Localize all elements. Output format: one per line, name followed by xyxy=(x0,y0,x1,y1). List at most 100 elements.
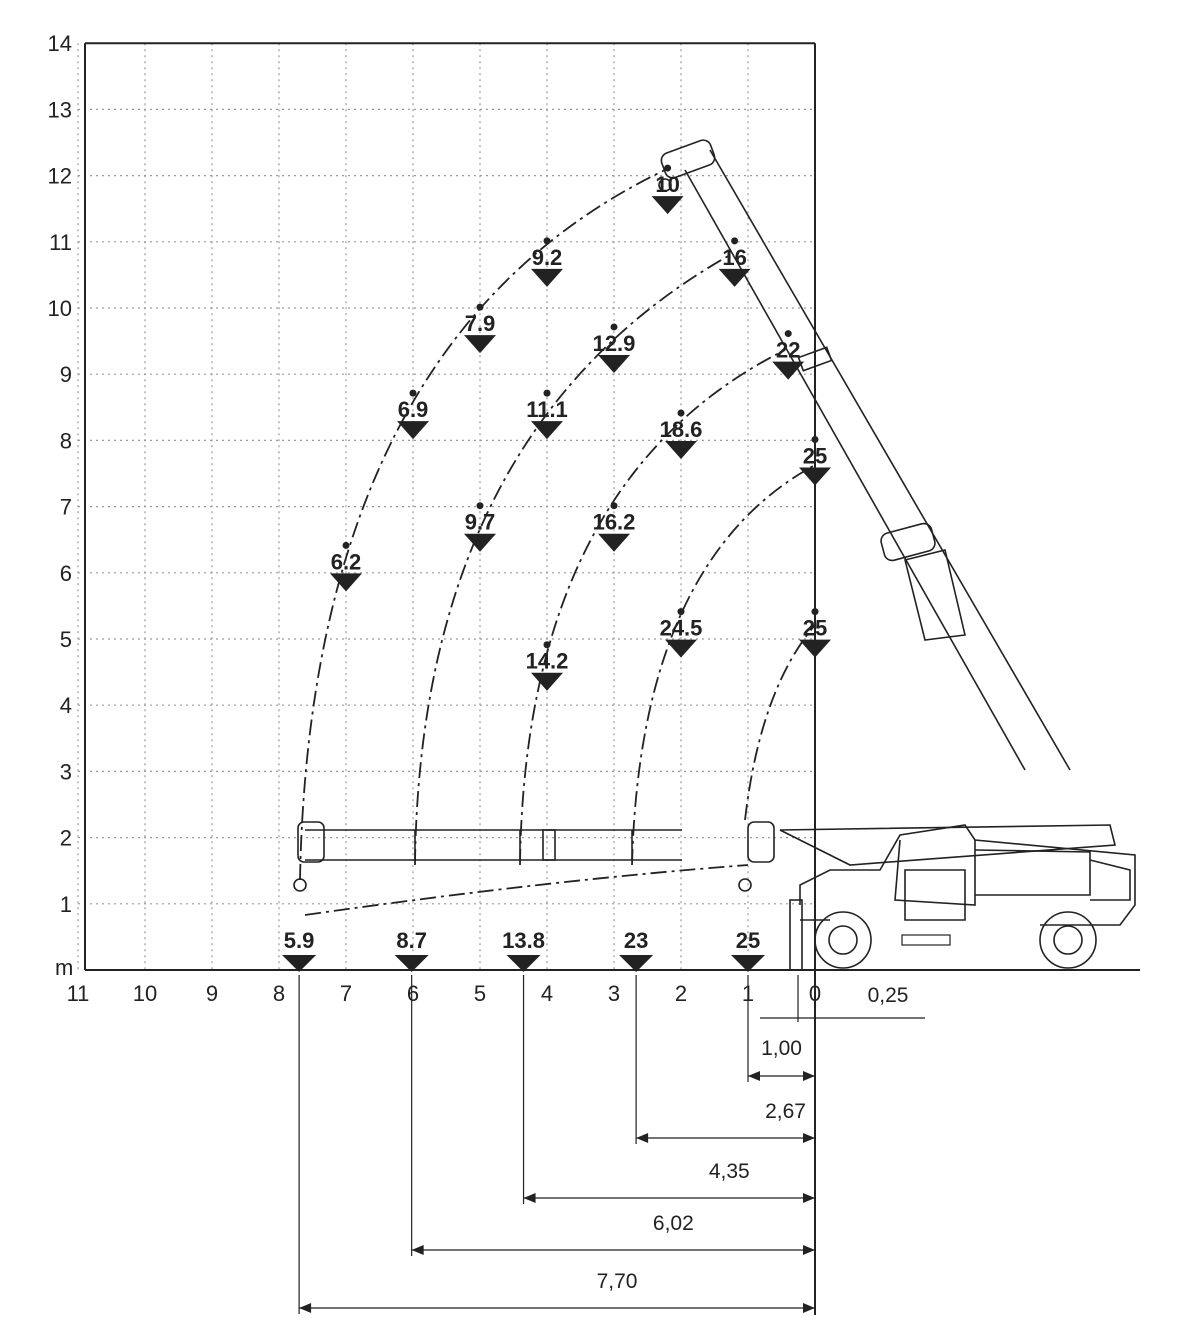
load-arrow xyxy=(531,268,563,287)
x-tick-label: 8 xyxy=(273,981,285,1006)
load-arrow xyxy=(665,639,697,658)
boom-head xyxy=(660,139,716,179)
load-label: 25 xyxy=(803,616,827,641)
dim-label: 2,67 xyxy=(765,1100,806,1123)
load-point xyxy=(811,436,819,443)
load-point xyxy=(610,323,618,331)
boom-head xyxy=(747,821,775,863)
outrigger xyxy=(789,899,803,971)
load-point xyxy=(543,237,551,245)
x-tick-label: 6 xyxy=(407,981,419,1006)
x-tick-label: 7 xyxy=(340,981,352,1006)
ground-load-arrow xyxy=(394,955,429,972)
x-tick-label: 3 xyxy=(608,981,620,1006)
load-label: 6.2 xyxy=(331,549,362,574)
x-tick-label: 5 xyxy=(474,981,486,1006)
load-label: 16.2 xyxy=(593,510,636,535)
x-tick-label: 4 xyxy=(541,981,553,1006)
y-tick-label: 5 xyxy=(60,627,72,652)
crane-body xyxy=(904,869,966,921)
ground-load-label: 13.8 xyxy=(502,928,545,953)
load-arrow xyxy=(397,421,429,440)
load-arrow xyxy=(718,268,751,287)
load-point xyxy=(476,303,484,311)
load-label: 9.2 xyxy=(532,245,563,270)
y-tick-label: 7 xyxy=(60,495,72,520)
load-curve xyxy=(414,254,731,866)
load-arrow xyxy=(799,467,831,486)
dim-arrow xyxy=(636,1133,649,1143)
dim-label: 7,70 xyxy=(597,1270,638,1293)
load-arrow xyxy=(772,361,805,380)
y-tick-label: 13 xyxy=(48,97,72,122)
x-tick-label: 2 xyxy=(675,981,687,1006)
load-point xyxy=(610,502,618,510)
load-point xyxy=(664,164,672,172)
crane-body xyxy=(799,824,1136,926)
boom-joint xyxy=(542,829,556,861)
load-curve xyxy=(631,464,816,866)
load-point xyxy=(543,641,551,649)
load-label: 24.5 xyxy=(660,616,703,641)
y-axis-unit: m xyxy=(55,955,73,980)
load-arrow xyxy=(330,573,362,592)
y-tick-label: 14 xyxy=(48,31,72,56)
y-tick-label: 6 xyxy=(60,561,72,586)
load-arrow xyxy=(464,335,496,354)
dim-arrow xyxy=(411,1245,424,1255)
crane-vehicle-icon xyxy=(779,824,1136,971)
load-label: 18.6 xyxy=(660,417,703,442)
dim-arrow xyxy=(803,1193,815,1203)
x-tick-label: 10 xyxy=(133,981,157,1006)
load-label: 9.7 xyxy=(465,510,496,535)
load-point xyxy=(409,389,417,397)
load-point xyxy=(677,409,685,417)
y-tick-label: 12 xyxy=(48,164,72,189)
dim-arrow xyxy=(803,1245,815,1255)
ground-load-label: 8.7 xyxy=(396,928,427,953)
dimension-lines: 0,251,002,674,356,027,70 xyxy=(298,975,925,1314)
crane-boom xyxy=(293,139,1071,892)
load-label: 22 xyxy=(776,338,800,363)
load-arrow xyxy=(665,441,697,460)
load-arrow xyxy=(531,421,563,440)
crane-body xyxy=(974,849,1091,896)
wheel xyxy=(1039,911,1097,969)
x-tick-label: 9 xyxy=(206,981,218,1006)
y-tick-label: 1 xyxy=(60,892,72,917)
load-arrow xyxy=(598,354,630,373)
ground-load-arrow xyxy=(506,955,541,972)
wheel xyxy=(814,911,872,969)
y-tick-label: 9 xyxy=(60,362,72,387)
ground-load-arrow xyxy=(282,955,317,972)
y-tick-label: 4 xyxy=(60,693,72,718)
y-tick-label: 2 xyxy=(60,826,72,851)
load-curve xyxy=(519,349,786,866)
ground-load-label: 25 xyxy=(736,928,760,953)
dim-label: 0,25 xyxy=(868,984,909,1007)
hook-block xyxy=(904,549,966,641)
crane-body xyxy=(894,839,976,906)
load-point xyxy=(677,608,685,616)
dim-arrow xyxy=(803,1071,815,1081)
dim-arrow xyxy=(803,1303,815,1313)
load-point xyxy=(342,541,350,549)
dim-arrow xyxy=(299,1303,312,1313)
y-tick-label: 11 xyxy=(49,230,72,255)
x-tick-label: 11 xyxy=(67,981,90,1006)
ground-load-label: 23 xyxy=(624,928,648,953)
hook xyxy=(293,878,307,892)
dim-label: 6,02 xyxy=(653,1212,694,1235)
load-arrow xyxy=(651,196,684,215)
ground-load-arrow xyxy=(731,955,765,972)
load-arrow xyxy=(799,639,831,658)
load-arrow xyxy=(464,533,496,552)
load-arrow xyxy=(531,672,563,691)
dim-arrow xyxy=(748,1071,760,1081)
load-label: 16 xyxy=(722,245,746,270)
hook xyxy=(738,878,752,892)
load-point xyxy=(784,330,792,338)
